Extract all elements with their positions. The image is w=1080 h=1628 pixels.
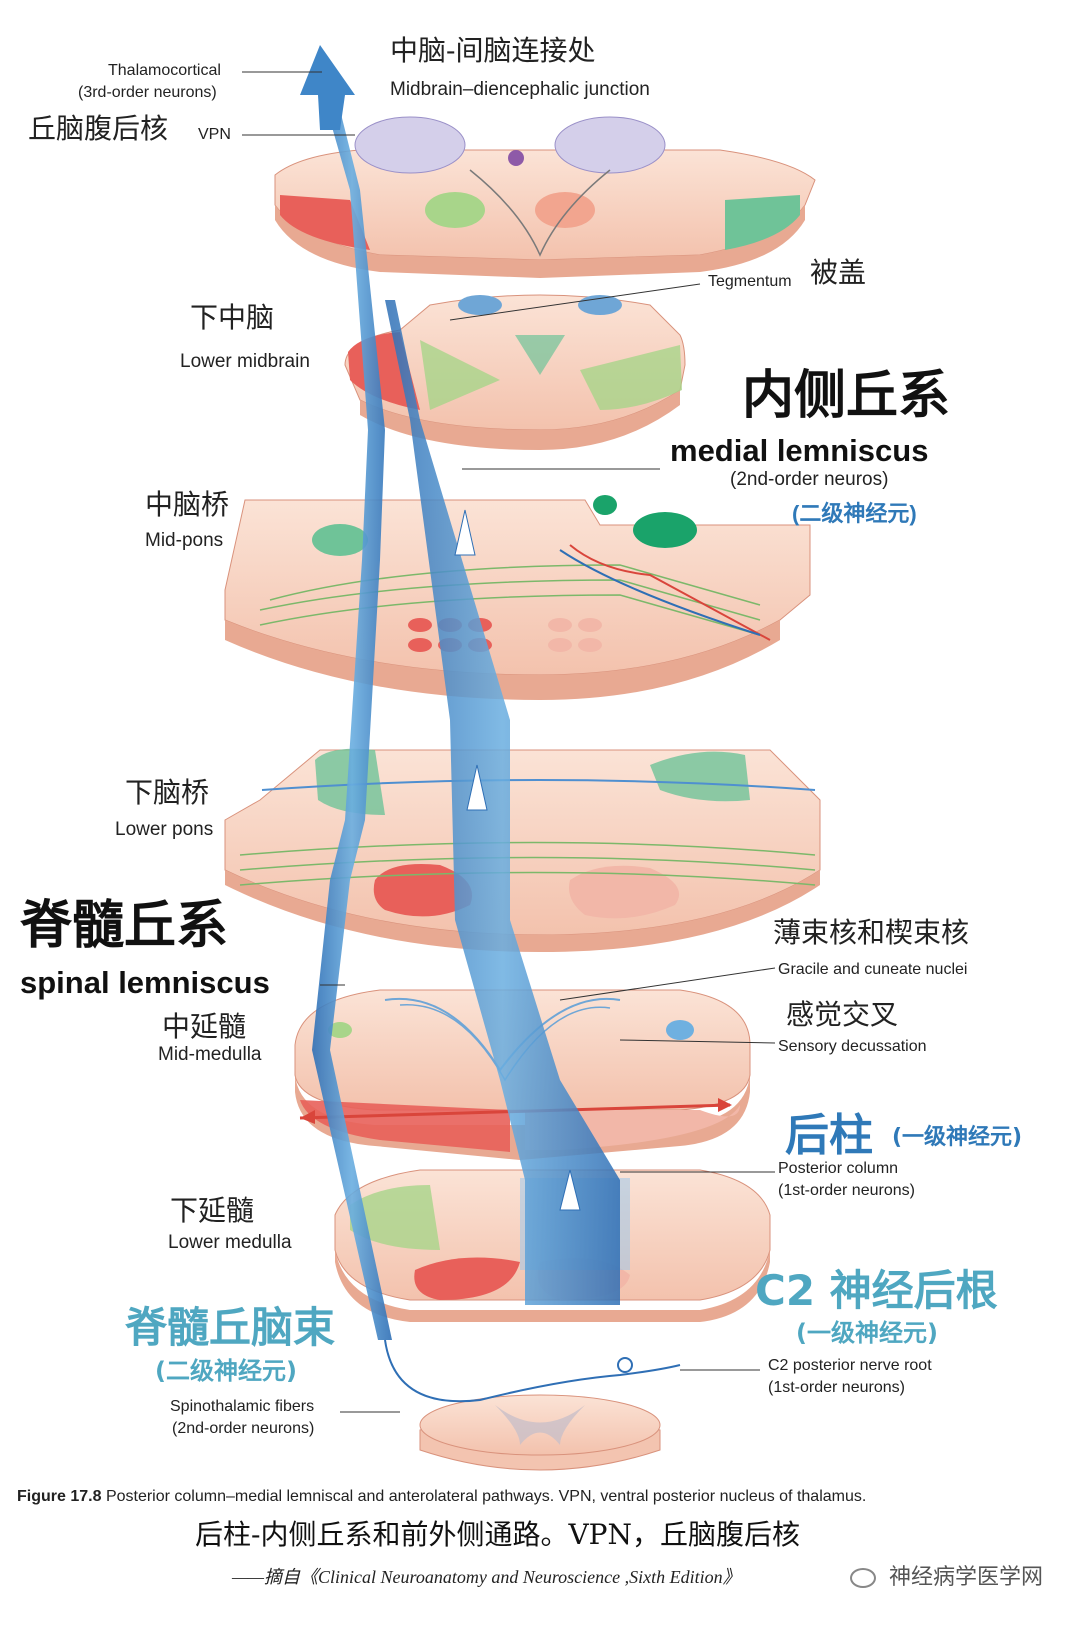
tegmentum-label-en: Tegmentum [708,273,792,290]
lower-pons-label-zh: 下脑桥 [125,776,210,809]
gracile-cuneate-label-en: Gracile and cuneate nuclei [778,961,968,978]
tegmentum-label-zh: 被盖 [810,256,867,289]
lower-pons-section [224,748,821,952]
leader-lines [242,71,776,1413]
sensory-decussation-label-zh: 感觉交叉 [786,998,899,1031]
caption-source: ——摘自《Clinical Neuroanatomy and Neuroscie… [232,1567,741,1587]
lower-midbrain-label-en: Lower midbrain [180,351,310,372]
c2-root-sublabel-zh: (一级神经元) [796,1319,938,1347]
gracile-cuneate-label-zh: 薄束核和楔束核 [773,916,970,949]
lower-pons-label-en: Lower pons [115,819,214,840]
sensory-decussation-label-en: Sensory decussation [778,1038,927,1055]
junction-label-zh: 中脑-间脑连接处 [390,34,596,67]
posterior-column-sublabel-en: (1st-order neurons) [778,1182,915,1199]
watermark-text: 神经病学医学网 [850,1565,1044,1590]
lower-medulla-label-zh: 下延髓 [170,1194,255,1227]
spinothalamic-label-zh: 脊髓丘脑束 [125,1303,336,1352]
c2-root-sublabel-en: (1st-order neurons) [768,1379,905,1396]
spinal-cord-c2-section [419,1394,661,1471]
spinal-lemniscus-label-zh: 脊髓丘系 [20,896,229,956]
medial-lemniscus-sublabel-zh: (二级神经元) [792,501,917,526]
spinal-lemniscus-label-en: spinal lemniscus [20,965,270,1000]
watermark-label: 神经病学医学网 [889,1565,1044,1590]
caption-zh: 后柱-内侧丘系和前外侧通路。VPN，丘脑腹后核 [195,1518,801,1551]
thalamocortical-sublabel: (3rd-order neurons) [78,84,217,101]
lower-medulla-label-en: Lower medulla [168,1232,292,1253]
c2-root-label-zh: C2 神经后根 [755,1266,998,1315]
figure-number: Figure 17.8 [17,1488,102,1505]
posterior-column-label-zh: 后柱 [785,1110,873,1161]
spinothalamic-sublabel-zh: (二级神经元) [155,1357,297,1385]
figure-caption: Figure 17.8 Posterior column–medial lemn… [17,1488,866,1506]
mid-pons-label-zh: 中脑桥 [145,488,230,521]
mid-pons-label-en: Mid-pons [145,530,224,551]
figure-caption-text: Posterior column–medial lemniscal and an… [105,1488,867,1505]
medial-lemniscus-sublabel-en: (2nd-order neuros) [730,469,889,490]
medial-lemniscus-tract [385,300,620,1305]
watermark-chat-icon [850,1568,876,1588]
medial-lemniscus-label-en: medial lemniscus [670,433,929,468]
thalamocortical-label: Thalamocortical [108,62,221,79]
mid-pons-section [224,495,811,700]
spinothalamic-label-en: Spinothalamic fibers [170,1398,315,1415]
mid-medulla-label-en: Mid-medulla [158,1044,262,1065]
c2-root-label-en: C2 posterior nerve root [768,1357,932,1374]
junction-label-en: Midbrain–diencephalic junction [390,79,650,100]
vpn-label-en: VPN [198,126,231,143]
midbrain-diencephalic-section [274,116,816,278]
posterior-column-label-en: Posterior column [778,1160,899,1177]
medial-lemniscus-label-zh: 内侧丘系 [742,366,951,426]
vpn-label-zh: 丘脑腹后核 [28,112,169,145]
lower-midbrain-label-zh: 下中脑 [190,301,275,334]
mid-medulla-label-zh: 中延髓 [162,1010,247,1043]
posterior-column-sublabel-zh: (一级神经元) [892,1125,1023,1150]
spinothalamic-sublabel-en: (2nd-order neurons) [172,1420,315,1437]
spinal-lemniscus-tract [300,45,681,1403]
